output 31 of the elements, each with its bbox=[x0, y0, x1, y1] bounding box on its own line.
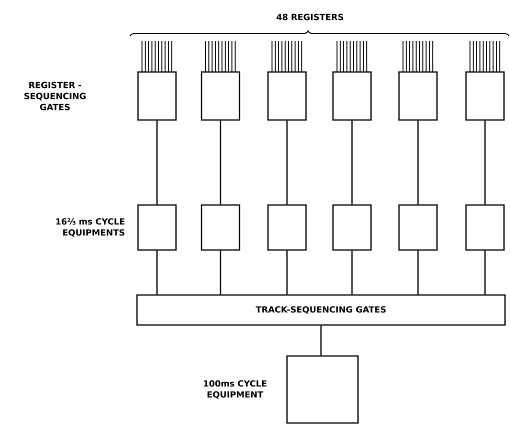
connector-line bbox=[220, 120, 222, 204]
equipment-box bbox=[465, 204, 505, 251]
connector-line bbox=[351, 250, 353, 294]
equipment-box bbox=[200, 204, 240, 251]
equipment-box bbox=[286, 355, 359, 424]
row-label: 16⅔ ms CYCLE EQUIPMENTS bbox=[56, 218, 124, 237]
row-label: REGISTER - SEQUENCING GATES bbox=[24, 82, 86, 110]
gate-box bbox=[332, 71, 372, 121]
gate-bar: TRACK-SEQUENCING GATES bbox=[136, 294, 506, 326]
equipment-box bbox=[267, 204, 307, 251]
connector-line bbox=[220, 250, 222, 294]
equipment-box bbox=[137, 204, 177, 251]
group-heading: 48 REGISTERS bbox=[276, 14, 344, 20]
gate-box bbox=[200, 71, 240, 121]
equipment-box bbox=[398, 204, 438, 251]
gate-box bbox=[267, 71, 307, 121]
connector-line bbox=[286, 250, 288, 294]
gate-box bbox=[465, 71, 505, 121]
gate-box bbox=[398, 71, 438, 121]
equipment-box bbox=[332, 204, 372, 251]
box-caption: 100ms CYCLE EQUIPMENT bbox=[204, 380, 266, 399]
connector-line bbox=[484, 120, 486, 204]
connector-line bbox=[351, 120, 353, 204]
connector-line bbox=[320, 326, 322, 356]
connector-line bbox=[156, 250, 158, 294]
connector-line bbox=[286, 120, 288, 204]
connector-line bbox=[417, 250, 419, 294]
connector-line bbox=[417, 120, 419, 204]
connector-line bbox=[156, 120, 158, 204]
gate-box bbox=[137, 71, 177, 121]
connector-line bbox=[484, 250, 486, 294]
